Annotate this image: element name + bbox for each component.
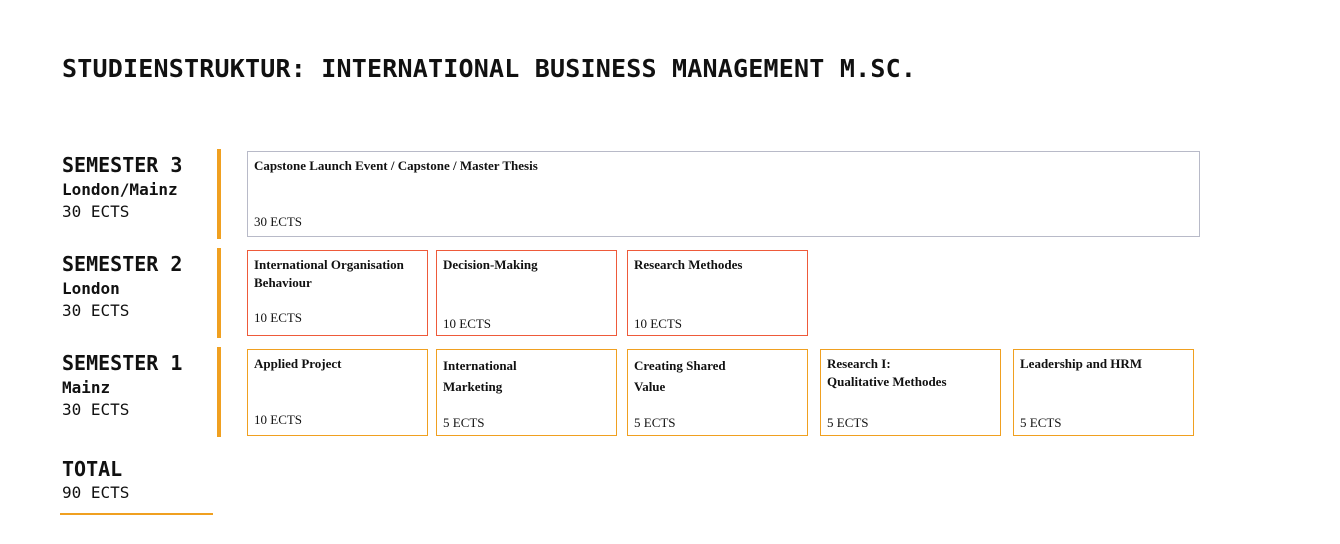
semester-3-label: SEMESTER 3 London/Mainz 30 ECTS xyxy=(62,152,182,223)
module-ects: 5 ECTS xyxy=(827,415,869,430)
semester-1-ects: 30 ECTS xyxy=(62,400,130,419)
module-ects: 10 ECTS xyxy=(254,412,303,427)
semester-1-name: SEMESTER 1 xyxy=(62,351,183,375)
semester-1-label: SEMESTER 1 Mainz 30 ECTS xyxy=(62,350,182,421)
total-underline xyxy=(60,513,213,515)
module-creating-shared-value: Creating Shared Value 5 ECTS xyxy=(627,349,808,436)
semester-1-location: Mainz xyxy=(62,378,111,397)
module-leadership-and-hrm: Leadership and HRM 5 ECTS xyxy=(1013,349,1194,436)
module-international-marketing: International Marketing 5 ECTS xyxy=(436,349,617,436)
semester-2-name: SEMESTER 2 xyxy=(62,252,183,276)
semester-3-ects: 30 ECTS xyxy=(62,202,130,221)
module-international-organisation-behaviour: International Organisation Behaviour 10 … xyxy=(247,250,428,336)
semester-2-label: SEMESTER 2 London 30 ECTS xyxy=(62,251,182,322)
total-summary: TOTAL 90 ECTS xyxy=(62,457,129,504)
total-label: TOTAL xyxy=(62,457,123,481)
module-ects: 10 ECTS xyxy=(634,316,683,331)
module-ects: 30 ECTS xyxy=(254,214,303,229)
semester-2-divider xyxy=(217,248,221,338)
module-title-line-2: Qualitative Methodes xyxy=(827,374,947,389)
module-title: Research I: Qualitative Methodes xyxy=(827,355,994,391)
module-title: Applied Project xyxy=(254,356,342,371)
total-ects: 90 ECTS xyxy=(62,483,130,502)
semester-2-location: London xyxy=(62,279,120,298)
module-decision-making: Decision-Making 10 ECTS xyxy=(436,250,617,336)
module-ects: 5 ECTS xyxy=(1020,415,1062,430)
module-title-line-1: Research I: xyxy=(827,356,891,371)
module-title: Capstone Launch Event / Capstone / Maste… xyxy=(254,158,538,173)
module-title: Leadership and HRM xyxy=(1020,356,1143,371)
module-title: International Organisation Behaviour xyxy=(254,257,404,290)
semester-3-name: SEMESTER 3 xyxy=(62,153,183,177)
module-capstone: Capstone Launch Event / Capstone / Maste… xyxy=(247,151,1200,237)
module-title: Creating Shared Value xyxy=(634,358,726,394)
module-title: International Marketing xyxy=(443,358,517,394)
module-title: Research Methodes xyxy=(634,257,743,272)
module-applied-project: Applied Project 10 ECTS xyxy=(247,349,428,436)
module-ects: 5 ECTS xyxy=(443,415,485,430)
module-ects: 10 ECTS xyxy=(254,310,303,325)
module-research-qualitative-methodes: Research I: Qualitative Methodes 5 ECTS xyxy=(820,349,1001,436)
semester-3-location: London/Mainz xyxy=(62,180,178,199)
semester-3-divider xyxy=(217,149,221,239)
page-title: STUDIENSTRUKTUR: INTERNATIONAL BUSINESS … xyxy=(62,54,917,83)
semester-1-divider xyxy=(217,347,221,437)
module-ects: 10 ECTS xyxy=(443,316,492,331)
module-title: Decision-Making xyxy=(443,257,538,272)
module-research-methodes: Research Methodes 10 ECTS xyxy=(627,250,808,336)
semester-2-ects: 30 ECTS xyxy=(62,301,130,320)
module-ects: 5 ECTS xyxy=(634,415,676,430)
